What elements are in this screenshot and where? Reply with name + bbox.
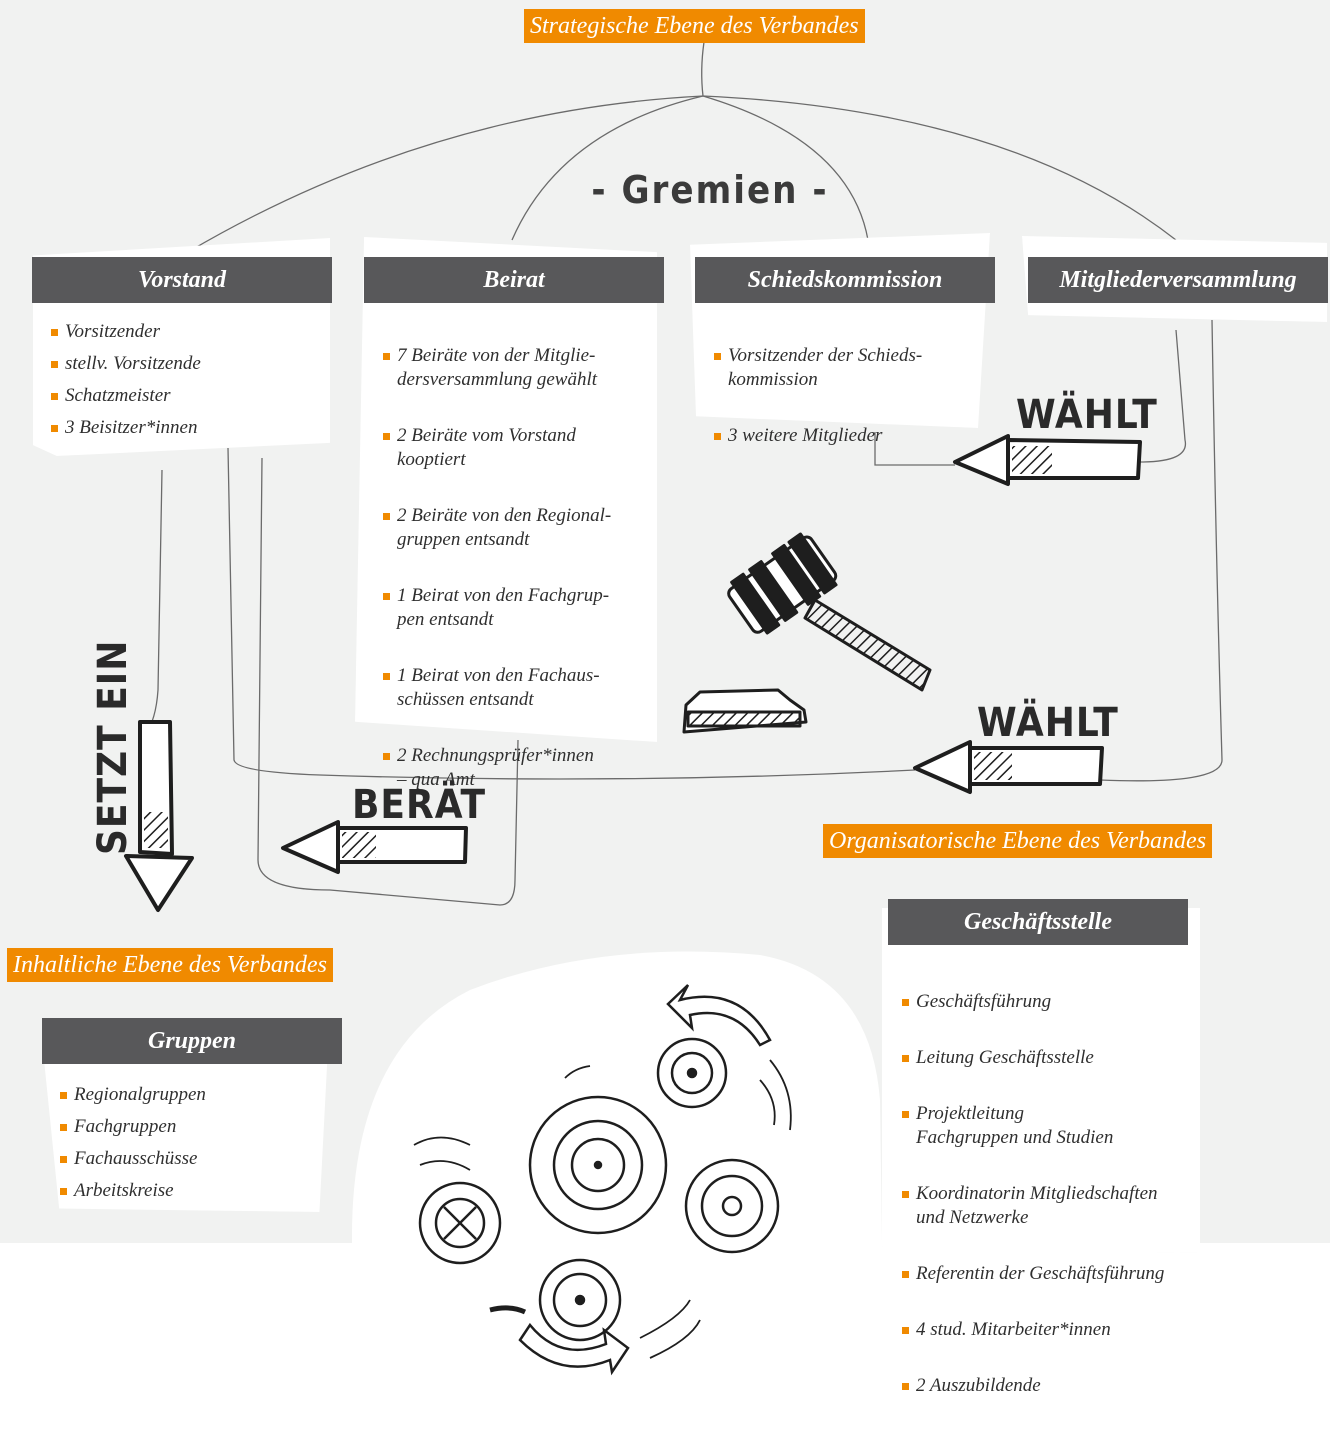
list-item: 3 weitere Mitglieder: [714, 424, 974, 448]
schiedskommission-title: Schiedskommission: [695, 257, 995, 303]
vorstand-title: Vorstand: [32, 257, 332, 303]
arrow-waehlt-bottom: [913, 740, 1104, 794]
geschaeftsstelle-title: Geschäftsstelle: [888, 899, 1188, 945]
list-item: 1 Beirat von den Fachaus- schüssen entsa…: [383, 664, 645, 712]
arrow-label-waehlt-bottom: wählt: [977, 700, 1119, 746]
list-item: Schatzmeister: [51, 384, 321, 408]
gruppen-card: [42, 1040, 328, 1212]
line-mv-vorstand: [1099, 319, 1223, 782]
beirat-list: 7 Beiräte von der Mitglie- dersversammlu…: [383, 320, 645, 824]
gears-icon: [351, 951, 882, 1376]
geschaeftsstelle-card: [882, 908, 1200, 1253]
level-content: Inhaltliche Ebene des Verbandes: [7, 948, 333, 982]
arrow-label-waehlt-top: wählt: [1016, 392, 1158, 438]
line-main-bottom: [227, 447, 916, 780]
mitgliederversammlung-title: Mitgliederversammlung: [1028, 257, 1328, 303]
list-item: Koordinatorin Mitgliedschaften und Netzw…: [902, 1182, 1198, 1230]
arrow-waehlt-top: [953, 434, 1142, 486]
line-beirat: [511, 95, 704, 241]
level-strategic: Strategische Ebene des Verbandes: [524, 9, 865, 43]
beirat-title: Beirat: [364, 257, 664, 303]
beirat-card: [355, 237, 657, 742]
line-mv-schied: [1139, 329, 1187, 463]
org-chart: Strategische Ebene des Verbandes Organis…: [0, 0, 1330, 1396]
arrows-layer: [124, 434, 1142, 912]
list-item: 2 Beiräte vom Vorstand kooptiert: [383, 424, 645, 472]
line-schied-return: [874, 432, 955, 466]
arrow-beraet: [281, 820, 468, 874]
list-item: Vorsitzender: [51, 320, 321, 344]
list-item: 3 Beisitzer*innen: [51, 416, 321, 440]
gremien-heading: - Gremien -: [591, 168, 829, 212]
arrow-label-beraet: berät: [352, 782, 487, 828]
line-root: [701, 41, 705, 97]
gruppen-list: Regionalgruppen Fachgruppen Fachausschüs…: [60, 1083, 320, 1211]
gruppen-title: Gruppen: [42, 1018, 342, 1064]
list-item: Projektleitung Fachgruppen und Studien: [902, 1102, 1198, 1150]
gavel-icon: [682, 532, 932, 734]
line-schied: [702, 95, 869, 241]
line-mv: [702, 95, 1177, 241]
list-item: 4 stud. Mitarbeiter*innen: [902, 1318, 1198, 1342]
line-vorstand: [187, 95, 704, 253]
list-item: Arbeitskreise: [60, 1179, 320, 1203]
list-item: stellv. Vorsitzende: [51, 352, 321, 376]
geschaeftsstelle-list: Geschäftsführung Leitung Geschäftsstelle…: [902, 966, 1198, 1430]
arrow-setzt-ein: [124, 720, 194, 912]
list-item: Vorsitzender der Schieds- kommission: [714, 344, 974, 392]
schiedskommission-list: Vorsitzender der Schieds- kommission 3 w…: [714, 320, 974, 480]
list-item: 2 Beiräte von den Regional- gruppen ents…: [383, 504, 645, 552]
list-item: Referentin der Geschäftsführung: [902, 1262, 1198, 1286]
list-item: Regionalgruppen: [60, 1083, 320, 1107]
level-organisational: Organisatorische Ebene des Verbandes: [823, 824, 1213, 858]
list-item: Fachausschüsse: [60, 1147, 320, 1171]
list-item: Leitung Geschäftsstelle: [902, 1046, 1198, 1070]
list-item: 2 Rechnungsprüfer*innen – qua Amt: [383, 744, 645, 792]
vorstand-list: Vorsitzender stellv. Vorsitzende Schatzm…: [51, 320, 321, 448]
list-item: 2 Auszubildende: [902, 1374, 1198, 1398]
list-item: Fachgruppen: [60, 1115, 320, 1139]
list-item: 1 Beirat von den Fachgrup- pen entsandt: [383, 584, 645, 632]
list-item: 7 Beiräte von der Mitglie- dersversammlu…: [383, 344, 645, 392]
line-beirat-loop: [257, 457, 519, 906]
list-item: Geschäftsführung: [902, 990, 1198, 1014]
